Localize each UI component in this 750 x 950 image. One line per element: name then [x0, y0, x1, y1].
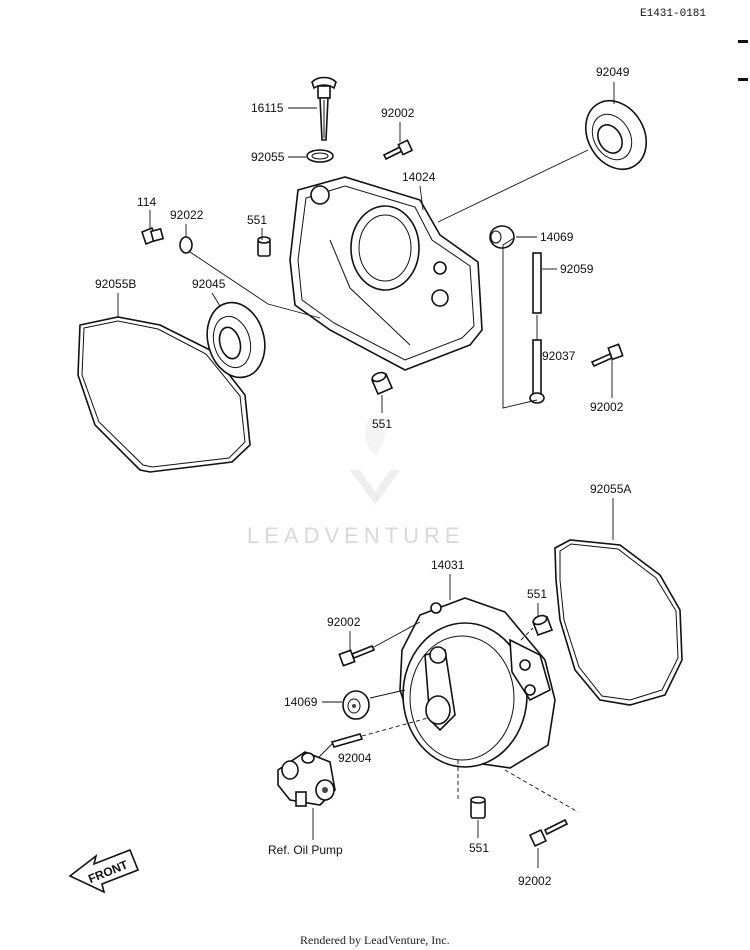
- engine-cover-14031-part[interactable]: [399, 597, 556, 769]
- dowel-pin-551-bottom-part[interactable]: [470, 796, 486, 819]
- bearing-92045-part[interactable]: [199, 296, 273, 384]
- pin-92059-part[interactable]: [532, 252, 542, 314]
- engine-cover-14024-part[interactable]: [289, 176, 483, 371]
- part-label-92059: 92059: [560, 262, 594, 276]
- leadventure-watermark-logo: [350, 415, 400, 505]
- part-label-92055B: 92055B: [95, 277, 136, 291]
- part-label-551-top: 551: [247, 213, 267, 227]
- part-label-551-bottom: 551: [469, 841, 489, 855]
- bearing-92049-part[interactable]: [574, 90, 658, 180]
- part-label-551-right: 551: [527, 587, 547, 601]
- part-label-92002-bottom: 92002: [518, 874, 552, 888]
- part-label-92002-right: 92002: [590, 400, 624, 414]
- part-label-92002-left: 92002: [327, 615, 361, 629]
- bolt-92002-top-part[interactable]: [382, 139, 414, 161]
- bolt-92002-bottom-part[interactable]: [528, 818, 569, 848]
- screw-114-part[interactable]: [141, 226, 165, 246]
- part-label-92055: 92055: [251, 150, 285, 164]
- washer-92022-part[interactable]: [179, 236, 193, 254]
- part-label-92002-top: 92002: [381, 106, 415, 120]
- bolt-92002-left-part[interactable]: [338, 644, 376, 667]
- part-label-551-mid: 551: [372, 417, 392, 431]
- part-label-92055A: 92055A: [590, 482, 631, 496]
- part-label-92045: 92045: [192, 277, 226, 291]
- edge-mark: [738, 40, 748, 43]
- part-label-92037: 92037: [542, 349, 576, 363]
- dowel-pin-551-right-part[interactable]: [531, 614, 554, 637]
- oil-pump-reference-part: [277, 751, 336, 807]
- bolt-92002-right-part[interactable]: [590, 343, 624, 368]
- bushing-14069-top-part[interactable]: [489, 225, 515, 249]
- part-label-92004: 92004: [338, 751, 372, 765]
- oil-filler-cap-part[interactable]: [311, 76, 337, 141]
- part-label-14069-top: 14069: [540, 230, 574, 244]
- part-label-14031: 14031: [431, 558, 465, 572]
- dowel-pin-551-top-part[interactable]: [257, 236, 271, 257]
- diagram-code: E1431-0181: [640, 8, 706, 20]
- front-direction-arrow-icon: FRONT: [68, 848, 140, 894]
- part-label-14069-bottom: 14069: [284, 695, 318, 709]
- footer-credit: Rendered by LeadVenture, Inc.: [300, 933, 450, 947]
- part-label-92049: 92049: [596, 65, 630, 79]
- bushing-14069-bottom-part[interactable]: [342, 690, 370, 720]
- dowel-pin-551-mid-part[interactable]: [370, 371, 394, 396]
- o-ring-92055-part[interactable]: [306, 149, 334, 163]
- part-label-114: 114: [137, 195, 156, 209]
- part-label-14024: 14024: [402, 170, 436, 184]
- part-label-16115: 16115: [251, 101, 284, 115]
- edge-mark: [738, 78, 748, 81]
- gasket-92055a-part[interactable]: [554, 539, 683, 706]
- watermark-text: LEADVENTURE: [247, 523, 465, 548]
- oil-pump-reference-note: Ref. Oil Pump: [268, 843, 343, 857]
- part-label-92022: 92022: [170, 208, 204, 222]
- stud-92004-part[interactable]: [330, 733, 364, 748]
